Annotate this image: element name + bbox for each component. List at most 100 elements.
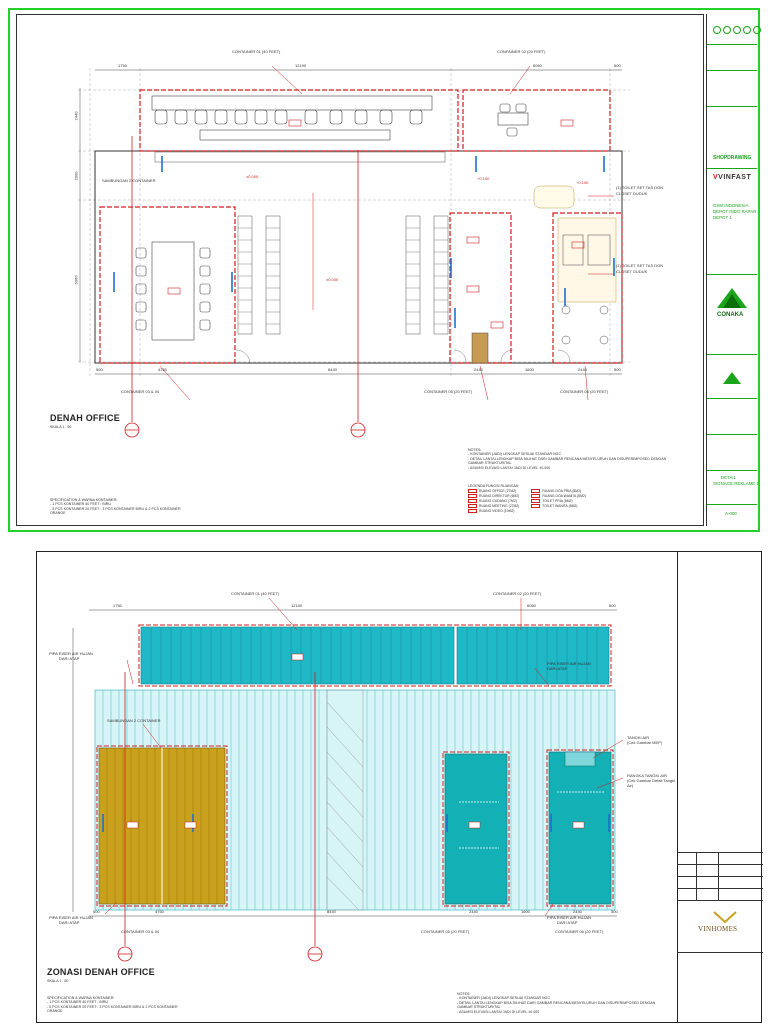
dim-bottom-7: 500 xyxy=(614,367,621,372)
legend-item: RUANG MEETING (27M2) xyxy=(468,503,519,508)
notes-line: - ASUMSI ELEVASI LANTAI JADI DI LEVEL ±0… xyxy=(468,465,551,470)
spec-line: ORANGE xyxy=(47,1009,63,1014)
conaka-logo: CONAKA xyxy=(717,312,744,318)
legend-item: RUANG OFFICE (27M2) xyxy=(468,488,519,493)
drawing-title: ZONASI DENAH OFFICE xyxy=(47,967,155,977)
notes-line: - DETAIL LANTAI LENGKAP BISA DILIHAT DAR… xyxy=(457,1000,656,1005)
dim-top-2: 12190 xyxy=(291,603,303,608)
title-block: SHOPDRAWING VVINFAST GSM INDONESIA DEPOT… xyxy=(706,14,761,526)
label-rangka-b: (Cek Gambar Detail Tangki xyxy=(627,778,675,783)
dim-bottom-3: 8440 xyxy=(327,909,336,914)
label-container-05: CONTAINER 05 (20 FEET) xyxy=(421,929,470,934)
dim-bottom-4: 2440 xyxy=(469,909,478,914)
dim-bottom-6: 2440 xyxy=(578,367,587,372)
label-container-02: CONFAINER 02 (20 FEET) xyxy=(497,49,546,54)
project-line: DEPOT 1 xyxy=(713,215,732,220)
dim-left-1: 2440 xyxy=(73,111,79,121)
dim-bottom-7: 500 xyxy=(611,909,618,914)
legend-item: RUANG GUDANG (7M2) xyxy=(468,498,519,503)
spec-heading: SPECIFICATION & WARNA KONTAINER: xyxy=(50,498,118,502)
dim-bottom-2: 4760 xyxy=(155,909,164,914)
notes-line: - DETAIL LANTAI LENGKAP BISA DILIHAT DAR… xyxy=(468,456,667,461)
label-container-01: CONTAINER 01 (40 FEET) xyxy=(231,591,280,596)
label-container-06: CONTAINER 06 (20 FEET) xyxy=(560,389,609,394)
vinhomes-logo-mark xyxy=(713,911,737,924)
denah-office-plan xyxy=(78,65,630,438)
notes-heading: NOTES: xyxy=(468,448,482,452)
label-pipa-3: PIPA RISER AIR HUJAN xyxy=(49,915,93,920)
label-container-01: CONTAINER 01 (40 FEET) xyxy=(232,49,281,54)
legend-item: RUANG VIDEO (10M2) xyxy=(468,508,519,513)
spec-line: - 5 PCS KONTAINER 20 FEET : 3 PCS KONTAI… xyxy=(47,1004,178,1009)
revision-circles xyxy=(713,26,761,34)
drawing-title-tb: SIGNAGE REKLAME 1 xyxy=(713,481,759,486)
label-rangka-c: Air) xyxy=(627,783,634,788)
label-pipa-1: PIPA RISER AIR HUJAN xyxy=(49,651,93,656)
spec-block: SPECIFICATION & WARNA KONTAINER: - 1 PCS… xyxy=(47,996,178,1014)
callout-toilet-2b: CLOSET DUDUK xyxy=(616,269,648,274)
level-tag-3: ±0.000 xyxy=(326,277,339,282)
dim-top-3: 6060 xyxy=(527,603,536,608)
dim-top-1: 1750 xyxy=(118,63,127,68)
vinfast-logo: VVINFAST xyxy=(713,174,752,181)
dim-top-1: 1750 xyxy=(113,603,122,608)
legend-item: TOILET PRIA (8M2) xyxy=(531,498,586,503)
conaka-small-logo xyxy=(723,372,741,384)
notes-block: NOTES: - KONTAINER (JADI) LENGKAP SESUAI… xyxy=(468,448,666,470)
spec-line: - 5 PCS KONTAINER 20 FEET : 3 PCS KONTAI… xyxy=(50,506,181,511)
label-container-06: CONTAINER 06 (20 FEET) xyxy=(555,929,604,934)
drawing-title: DENAH OFFICE xyxy=(50,413,120,423)
label-rangka: RANGKA TANGKI AIR xyxy=(627,773,667,778)
level-tag-4: +0.100 xyxy=(576,180,589,185)
title-block: VINHOMES xyxy=(677,552,763,1023)
legend-item: RUANG DOA WANITA (8M2) xyxy=(531,493,586,498)
drawing-scale: SKALA 1 : 50 xyxy=(47,979,69,983)
vinhomes-logo: VINHOMES xyxy=(698,925,738,933)
label-container-05: CONTAINER 05 (20 FEET) xyxy=(424,389,473,394)
callout-toilet-1b: CLOSET DUDUK xyxy=(616,191,648,196)
spec-block: SPECIFICATION & WARNA KONTAINER: - 1 PCS… xyxy=(50,498,181,516)
spec-line: - 1 PCS KONTAINER 40 FEET : BIRU xyxy=(50,502,111,507)
drawing-frame xyxy=(16,14,704,526)
project-line: DEPOT INDO RAPAR xyxy=(713,209,757,214)
dim-left-3: 6060 xyxy=(73,275,79,285)
zonasi-plan xyxy=(72,597,624,962)
conaka-logo-mark xyxy=(717,288,747,308)
legend-item: RUANG DOA PRIA (8M2) xyxy=(531,488,586,493)
label-sambungan: SAMBUNGAN 2 CONTAINER xyxy=(102,178,156,183)
notes-heading: NOTES: xyxy=(457,992,471,996)
dim-bottom-3: 8440 xyxy=(328,367,337,372)
level-tag-2: +0.100 xyxy=(477,176,490,181)
callout-toilet-1: (1) TOILET SET TAS DON xyxy=(616,185,664,190)
dim-top-4: 600 xyxy=(609,603,616,608)
dim-bottom-1: 500 xyxy=(93,909,100,914)
spec-heading: SPECIFICATION & WARNA KONTAINER: xyxy=(47,996,115,1000)
legend-block: LEGENDA FUNGSI RUANGAN RUANG OFFICE (27M… xyxy=(468,484,658,513)
callout-toilet-2: (1) TOILET SET TAS DON xyxy=(616,263,664,268)
notes-line: GAMBAR STRUKTUR/TAL xyxy=(457,1005,501,1010)
label-container-02: CONTAINER 02 (20 FEET) xyxy=(493,591,542,596)
dim-bottom-5: 1600 xyxy=(521,909,530,914)
dim-bottom-1: 500 xyxy=(96,367,103,372)
dim-top-3: 6060 xyxy=(533,63,542,68)
dim-top-2: 12190 xyxy=(295,63,307,68)
dim-bottom-2: 4760 xyxy=(158,367,167,372)
notes-line: - KONTAINER (JADI) LENGKAP SESUAI STANDA… xyxy=(457,996,551,1001)
level-tag-1: ±0.000 xyxy=(246,174,259,179)
label-tangki-b: (Cek Gambar MEP) xyxy=(627,740,663,745)
legend-title: LEGENDA FUNGSI RUANGAN xyxy=(468,484,519,488)
dim-bottom-6: 2440 xyxy=(573,909,582,914)
detail-label: DETAIL xyxy=(721,475,737,480)
dim-bottom-5: 1600 xyxy=(525,367,534,372)
dim-bottom-4: 2440 xyxy=(474,367,483,372)
label-pipa-1b: DARI ATAP xyxy=(59,656,80,661)
label-pipa-4b: DARI ATAP xyxy=(557,920,578,925)
notes-line: GAMBAR STRUKTUR/TAL xyxy=(468,461,512,466)
legend-item: RUANG DIREKTUR (6M2) xyxy=(468,493,519,498)
sheet-number: A-000 xyxy=(725,511,737,516)
dim-left-2: 2000 xyxy=(73,171,79,181)
label-pipa-2: PIPA RISER AIR HUJAN xyxy=(547,661,591,666)
project-line: GSM INDONESIA xyxy=(713,203,749,208)
label-pipa-2b: DARI ATAP xyxy=(547,666,568,671)
label-sambungan: SAMBUNGAN 2 CONTAINER xyxy=(107,718,161,723)
